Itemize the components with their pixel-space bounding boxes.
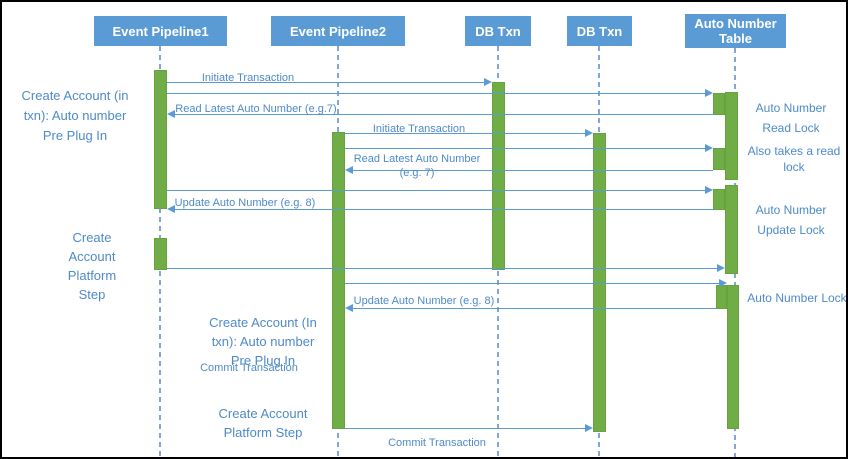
activation-autotable-update-activation: [725, 185, 738, 274]
label-create-account-platform-1: Create Account Platform Step: [67, 230, 117, 302]
arrowhead-icon: [705, 89, 713, 97]
label-commit-transaction-1: Commit Transaction: [200, 362, 298, 374]
arrowhead-icon: [345, 304, 353, 312]
label-create-account-plugin-1: Create Account (in txn): Auto number Pre…: [21, 88, 129, 143]
message-label-update-auto-number-request-1: Update Auto Number (e.g. 8): [174, 197, 316, 209]
message-line-initiate-transaction-1: [167, 82, 486, 84]
message-label-commit-transaction-2: Commit Transaction: [388, 437, 486, 449]
message-line-update-auto-number-request-2: [345, 283, 721, 285]
label-auto-number-lock: Auto Number Lock: [747, 291, 847, 305]
arrowhead-icon: [705, 144, 713, 152]
label-create-account-plugin-2: Create Account (In txn): Auto number Pre…: [209, 315, 317, 368]
activation-dbtxn1-main: [492, 82, 505, 270]
message-line-update-auto-number-return-1: [173, 209, 713, 211]
arrowhead-icon: [719, 279, 727, 287]
message-line-update-auto-number-request-1: [167, 190, 707, 192]
arrowhead-icon: [585, 129, 593, 137]
message-line-read-auto-number-request-2: [345, 148, 707, 150]
activation-autotable-read-activation: [725, 92, 738, 180]
arrowhead-icon: [345, 166, 353, 174]
arrowhead-icon: [585, 424, 593, 432]
label-auto-number-read-lock: Auto Number Read Lock: [755, 101, 827, 135]
arrowhead-icon: [717, 264, 725, 272]
activation-pipeline1-platform: [154, 238, 167, 270]
lifeline-header-auto-number-table: Auto Number Table: [685, 14, 786, 48]
arrowhead-icon: [484, 78, 492, 86]
activation-pipeline1-plugin: [154, 70, 167, 209]
message-label-read-auto-number-return-1: Read Latest Auto Number (e.g.7): [175, 103, 337, 115]
activation-dbtxn2-main: [593, 133, 606, 432]
message-label-initiate-transaction-1: Initiate Transaction: [201, 72, 295, 84]
arrowhead-icon: [167, 205, 175, 213]
activation-autotable-update-lock-1: [713, 189, 725, 210]
lifeline-header-db-txn-2: DB Txn: [567, 16, 632, 46]
activation-autotable-lock-activation: [727, 285, 739, 429]
activation-pipeline2-main: [332, 132, 345, 429]
message-label-update-auto-number-return-2: Update Auto Number (e.g. 8): [353, 295, 495, 307]
message-label-initiate-transaction-2: Initiate Transaction: [372, 123, 466, 135]
activation-autotable-read-lock-1: [713, 93, 725, 115]
label-also-takes-read-lock: Also takes a read lock: [747, 144, 841, 174]
message-label-read-auto-number-return-2: Read Latest Auto Number (e.g. 7): [353, 153, 481, 179]
lifeline-header-event-pipeline-2: Event Pipeline2: [271, 16, 405, 46]
message-line-initiate-transaction-2: [345, 133, 587, 135]
message-line-read-auto-number-return-2: [351, 170, 713, 172]
message-line-platform-step-call-1: [167, 268, 719, 270]
arrowhead-icon: [167, 110, 175, 118]
message-line-update-auto-number-return-2: [351, 308, 716, 310]
message-line-read-auto-number-request-1: [167, 93, 707, 95]
message-line-commit-transaction-2: [345, 428, 587, 430]
arrowhead-icon: [705, 186, 713, 194]
lifeline-header-db-txn-1: DB Txn: [465, 16, 531, 46]
lifeline-header-event-pipeline-1: Event Pipeline1: [94, 16, 227, 46]
message-line-read-auto-number-return-1: [173, 114, 713, 116]
label-create-account-platform-2: Create Account Platform Step: [218, 406, 308, 440]
label-auto-number-update-lock: Auto Number Update Lock: [755, 203, 827, 237]
activation-autotable-read-lock-2: [713, 148, 725, 170]
